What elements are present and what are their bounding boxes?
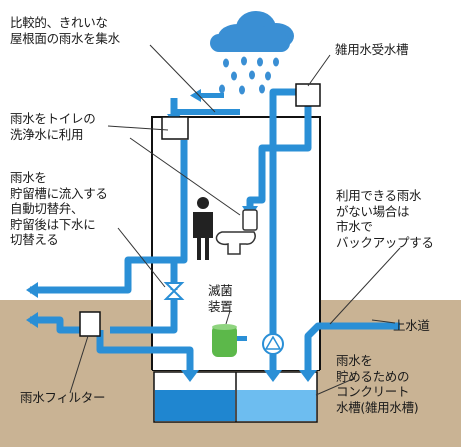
misc-water-tank [295,83,321,107]
toilet-icon [215,209,258,255]
pump-icon [262,333,284,355]
label-sterilizer: 滅菌 装置 [208,283,233,314]
label-storage-tank: 雨水を 貯めるための コンクリート 水槽(雑用水槽) [336,353,419,415]
storage-tank [153,371,318,423]
label-water-main: 上水道 [393,318,430,333]
sterilizer-device [212,324,247,357]
arrow-roof [190,89,224,102]
person-icon [193,197,213,260]
label-toilet-use: 雨水をトイレの 洗浄水に利用 [10,111,96,142]
label-rain-filter: 雨水フィルター [20,390,106,405]
leader-lines [69,44,401,396]
label-roof-collect: 比較的、きれいな 屋根面の雨水を集水 [10,15,120,46]
cloud-icon [210,11,294,52]
label-misc-tank: 雑用水受水槽 [335,42,409,57]
roof-receptacle [161,116,189,140]
raindrops [219,56,279,95]
filter-icon [79,311,101,337]
label-backup: 利用できる雨水 がない場合は 市水で バックアップする [336,188,434,250]
valve-icon [163,282,185,300]
label-auto-valve: 雨水を 貯留槽に流入する 自動切替弁、 貯留後は下水に 切替える [10,170,108,247]
pipe-network [30,88,400,372]
